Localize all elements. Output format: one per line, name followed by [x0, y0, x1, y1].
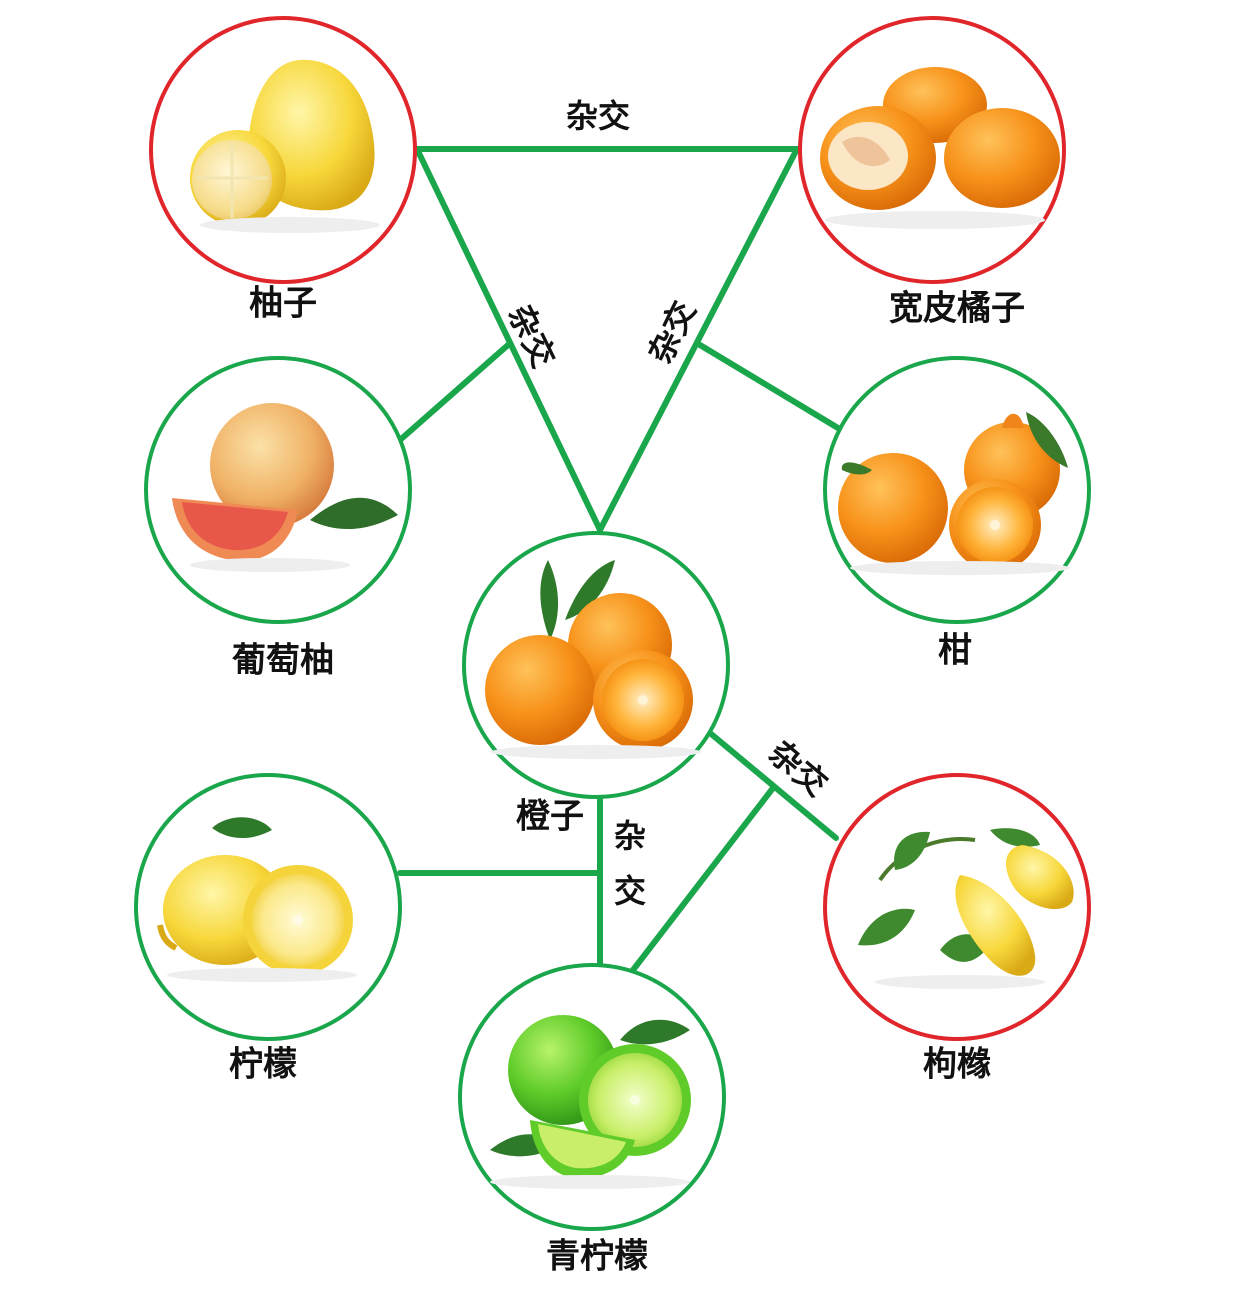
link-pomelo-orange	[414, 146, 603, 533]
tangor-fruit-icon	[838, 412, 1070, 575]
edge-label-top: 杂交	[566, 97, 630, 135]
lime-fruit-icon	[490, 1015, 691, 1189]
edge-label-lime-top: 杂	[614, 817, 646, 855]
node-label-grapefruit: 葡萄柚	[232, 641, 334, 681]
node-label-pomelo: 柚子	[249, 284, 317, 324]
link-grapefruit-hybrid	[397, 342, 511, 443]
lemon-fruit-icon	[157, 817, 357, 982]
node-label-gan: 柑	[938, 631, 972, 671]
link-mandarin-orange	[597, 146, 800, 533]
mandarin-fruit-icon	[820, 67, 1060, 229]
edge-label-right: 杂交	[641, 295, 703, 369]
node-label-mandarin: 宽皮橘子	[889, 289, 1025, 329]
hybrid-connection-lines	[397, 146, 841, 973]
pomelo-fruit-icon	[190, 59, 380, 233]
grapefruit-fruit-icon	[172, 403, 398, 572]
node-label-lime: 青柠檬	[546, 1237, 648, 1277]
node-label-citron: 枸橼	[923, 1045, 991, 1085]
citron-fruit-icon	[858, 828, 1074, 989]
edge-label-lime-bottom: 交	[614, 872, 646, 910]
orange-fruit-icon	[485, 560, 701, 759]
node-label-orange: 橙子	[516, 797, 584, 837]
link-lime-hybrid-branch	[630, 785, 776, 973]
link-gan-hybrid	[697, 342, 841, 431]
node-label-lemon: 柠檬	[229, 1045, 297, 1085]
